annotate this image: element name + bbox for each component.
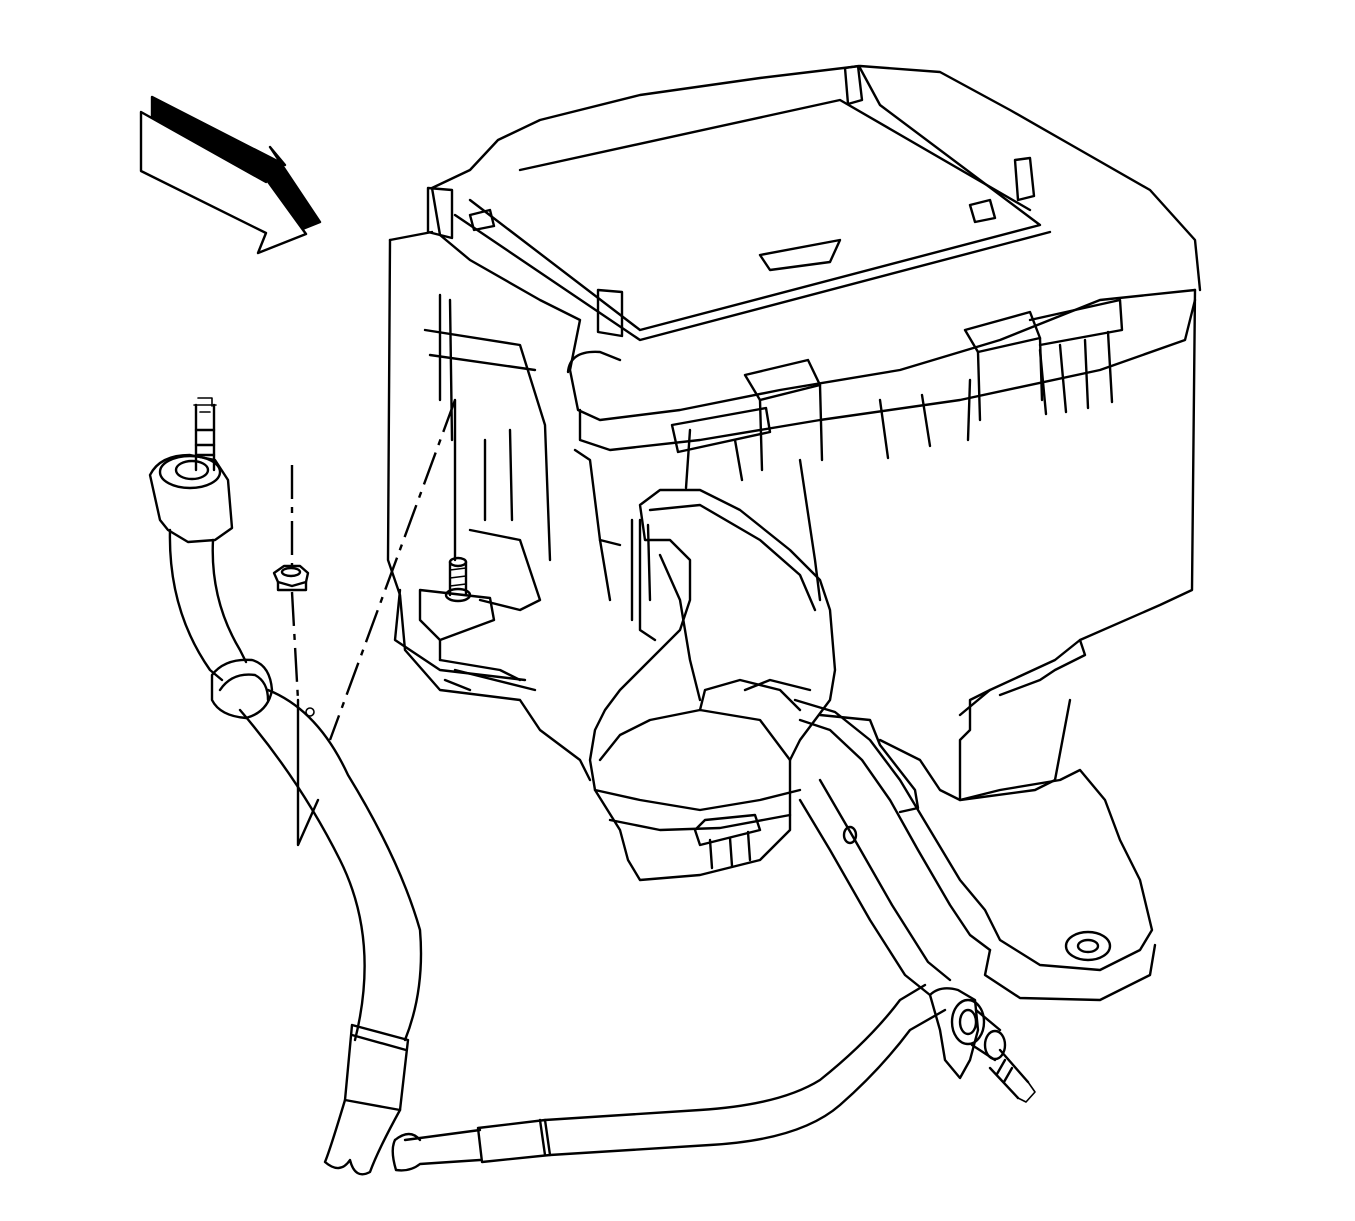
hose-nipple [194, 403, 216, 472]
lid-tab-left [426, 186, 454, 240]
mounting-nut [272, 564, 310, 592]
hose-cut-end-upper [323, 1098, 402, 1176]
view-direction-arrow-icon [139, 95, 322, 255]
stud-centerline [328, 399, 457, 741]
latch-clip-3 [670, 406, 772, 454]
duct-latch [693, 813, 762, 847]
hose-cut-end-lower [391, 1138, 482, 1172]
mounting-bracket-stud [418, 556, 496, 662]
mount-bracket [418, 588, 496, 642]
bracket-arm [798, 798, 932, 997]
pcv-hose-lower [391, 983, 1036, 1172]
air-cleaner-housing [386, 64, 1202, 802]
lid-tab-front [596, 288, 624, 338]
bracket-hole [1064, 930, 1112, 962]
duct-clamp-side [638, 518, 657, 642]
duct-outline [588, 488, 837, 882]
bracket-plate [793, 698, 1154, 972]
hose-ferrule [210, 658, 274, 720]
support-bracket [793, 698, 1157, 1002]
hose-fitting-right [928, 987, 980, 1080]
latch-clip-1 [743, 358, 822, 402]
lid-front-edge [430, 186, 1197, 422]
intake-duct [588, 488, 837, 882]
hose-sleeve-lower [476, 1118, 552, 1164]
lid-panel [468, 66, 1042, 332]
lid-outline [430, 64, 1202, 292]
pcv-hose-upper [148, 397, 423, 1176]
assembly-centerlines [290, 398, 457, 847]
housing-right-wall [958, 288, 1197, 717]
housing-left-wall [386, 238, 592, 782]
